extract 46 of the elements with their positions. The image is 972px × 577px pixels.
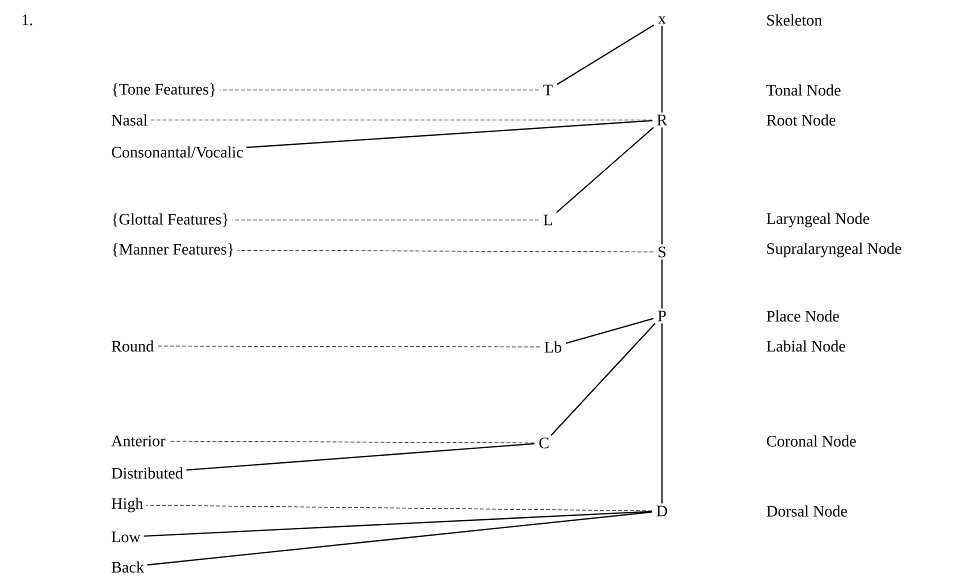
association-line [556,24,654,85]
association-line [144,510,652,537]
tier-node-letter: x [658,16,666,24]
node-name: Laryngeal Node [766,212,870,228]
feature-label: Distributed [112,467,184,479]
node-name: Place Node [766,310,839,322]
tier-node-letter: D [656,506,668,516]
feature-label: Anterior [111,436,166,446]
dashed-association-line [237,250,654,252]
node-name: Dorsal Node [766,505,847,517]
tier-node-letter: C [539,438,548,448]
feature-label: {Tone Features} [112,83,216,97]
tier-node-letter: R [657,114,668,126]
node-name: Coronal Node [766,435,856,447]
dashed-association-line [156,346,540,348]
tier-node-letter: L [544,214,552,226]
feature-label: Round [112,340,154,352]
dashed-association-line [168,440,535,444]
node-name: Skeleton [767,14,822,26]
feature-label: Nasal [112,114,148,126]
feature-label: Low [112,532,140,542]
association-line [186,443,535,471]
association-line [566,318,654,344]
association-line [661,323,663,504]
node-name: Root Node [766,114,836,126]
feature-label: High [112,498,143,512]
item-number: 1. [22,14,32,26]
tier-node-letter: Lb [544,341,562,353]
association-line [556,126,654,214]
node-name: Supralaryngeal Node [767,242,902,258]
association-line [661,26,663,113]
association-line [661,127,663,244]
dashed-association-line [146,504,652,512]
association-line [147,511,652,566]
association-line [246,120,653,148]
feature-label: Consonantal/Vocalic [112,146,243,158]
feature-label: {Glottal Features} [112,213,228,227]
node-name: Tonal Node [766,84,840,96]
node-name: Labial Node [766,340,846,352]
association-line [661,260,663,309]
tier-node-letter: P [658,310,666,322]
association-line [550,322,656,436]
tier-node-letter: T [543,84,553,96]
feature-label: Back [112,561,144,573]
feature-label: {Manner Features} [112,243,234,257]
tier-node-letter: S [658,246,666,258]
